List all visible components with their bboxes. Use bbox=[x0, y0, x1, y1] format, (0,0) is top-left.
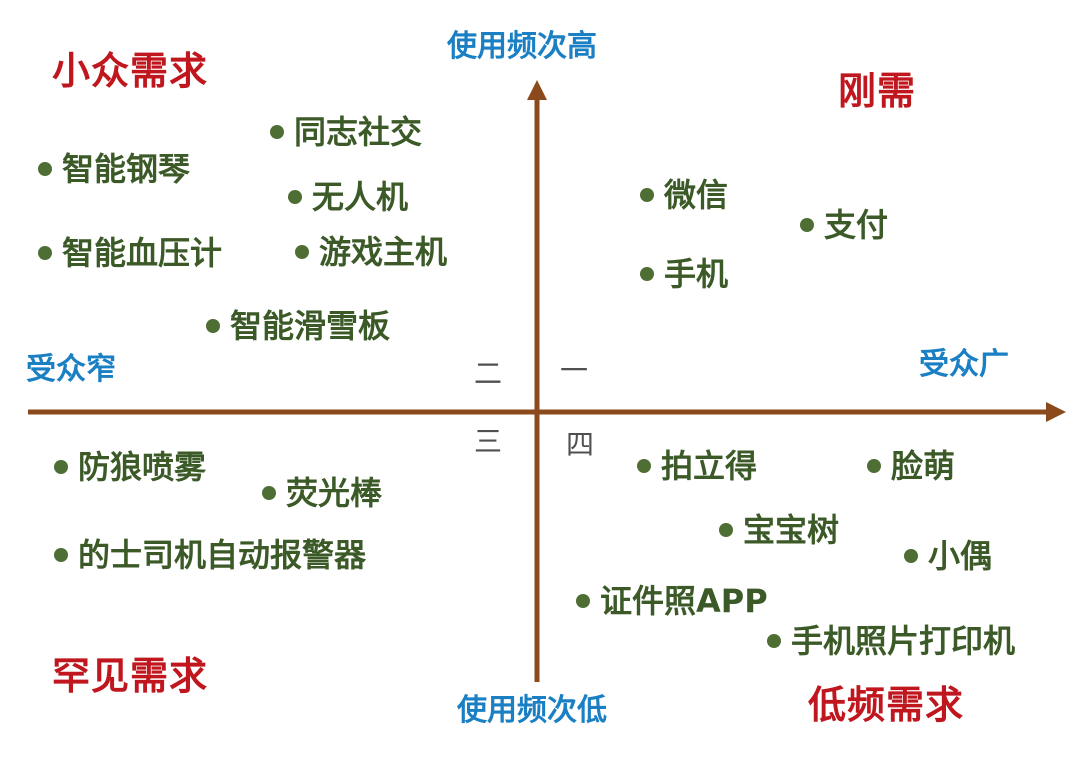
item-label: 宝宝树 bbox=[743, 511, 840, 549]
item-label: 智能滑雪板 bbox=[230, 307, 391, 345]
quadrant-title-top-left: 小众需求 bbox=[52, 49, 209, 93]
item-babytree: 宝宝树 bbox=[719, 514, 839, 546]
bullet-dot bbox=[54, 460, 68, 474]
bullet-dot bbox=[54, 548, 68, 562]
item-label: 智能血压计 bbox=[62, 234, 223, 272]
item-label: 游戏主机 bbox=[319, 233, 448, 271]
item-smart-snowboard: 智能滑雪板 bbox=[206, 310, 390, 342]
item-phone-photo-printer: 手机照片打印机 bbox=[767, 625, 1015, 657]
item-label: 防狼喷雾 bbox=[78, 448, 207, 486]
item-label: 支付 bbox=[824, 206, 889, 244]
bullet-dot bbox=[262, 486, 276, 500]
item-label: 证件照APP bbox=[600, 582, 768, 620]
bullet-dot bbox=[270, 125, 284, 139]
quadrant-title-bottom-right: 低频需求 bbox=[808, 683, 965, 727]
y-axis-arrow bbox=[527, 80, 547, 100]
item-smart-piano: 智能钢琴 bbox=[38, 153, 190, 185]
bullet-dot bbox=[576, 594, 590, 608]
axis-label-left: 受众窄 bbox=[26, 352, 116, 387]
item-label: 无人机 bbox=[312, 178, 409, 216]
item-id-photo-app: 证件照APP bbox=[576, 585, 768, 617]
item-drone: 无人机 bbox=[288, 181, 408, 213]
bullet-dot bbox=[38, 162, 52, 176]
item-label: 脸萌 bbox=[891, 447, 956, 485]
item-label: 同志社交 bbox=[294, 113, 423, 151]
item-smart-blood-pressure: 智能血压计 bbox=[38, 237, 222, 269]
axis-label-top: 使用频次高 bbox=[447, 29, 597, 64]
bullet-dot bbox=[904, 549, 918, 563]
item-faceu: 脸萌 bbox=[867, 450, 955, 482]
quadrant-title-top-right: 刚需 bbox=[838, 69, 917, 113]
item-taxi-alarm: 的士司机自动报警器 bbox=[54, 539, 366, 571]
bullet-dot bbox=[867, 459, 881, 473]
quadrant-number-2: 二 bbox=[474, 357, 503, 390]
item-instant-camera: 拍立得 bbox=[637, 450, 757, 482]
quadrant-number-3: 三 bbox=[474, 425, 503, 458]
item-label: 智能钢琴 bbox=[62, 150, 191, 188]
bullet-dot bbox=[767, 634, 781, 648]
item-game-console: 游戏主机 bbox=[295, 236, 447, 268]
bullet-dot bbox=[206, 319, 220, 333]
bullet-dot bbox=[288, 190, 302, 204]
item-glow-stick: 荧光棒 bbox=[262, 477, 382, 509]
x-axis-arrow bbox=[1046, 402, 1066, 422]
item-gay-social: 同志社交 bbox=[270, 116, 422, 148]
item-label: 微信 bbox=[664, 176, 729, 214]
bullet-dot bbox=[719, 523, 733, 537]
bullet-dot bbox=[640, 267, 654, 281]
bullet-dot bbox=[640, 188, 654, 202]
bullet-dot bbox=[637, 459, 651, 473]
item-wechat: 微信 bbox=[640, 179, 728, 211]
bullet-dot bbox=[800, 218, 814, 232]
item-payment: 支付 bbox=[800, 209, 888, 241]
item-label: 小偶 bbox=[928, 537, 993, 575]
bullet-dot bbox=[295, 245, 309, 259]
quadrant-number-4: 四 bbox=[566, 428, 595, 461]
bullet-dot bbox=[38, 246, 52, 260]
item-label: 的士司机自动报警器 bbox=[78, 536, 367, 574]
axis-label-right: 受众广 bbox=[919, 347, 1009, 382]
quadrant-title-bottom-left: 罕见需求 bbox=[52, 654, 209, 698]
quadrant-number-1: 一 bbox=[560, 354, 589, 387]
item-xiaoou: 小偶 bbox=[904, 540, 992, 572]
item-label: 拍立得 bbox=[661, 447, 758, 485]
axis-label-bottom: 使用频次低 bbox=[457, 693, 607, 728]
item-label: 手机照片打印机 bbox=[791, 622, 1016, 660]
item-label: 荧光棒 bbox=[286, 474, 383, 512]
item-anti-wolf-spray: 防狼喷雾 bbox=[54, 451, 206, 483]
item-label: 手机 bbox=[664, 255, 729, 293]
item-mobile-phone: 手机 bbox=[640, 258, 728, 290]
